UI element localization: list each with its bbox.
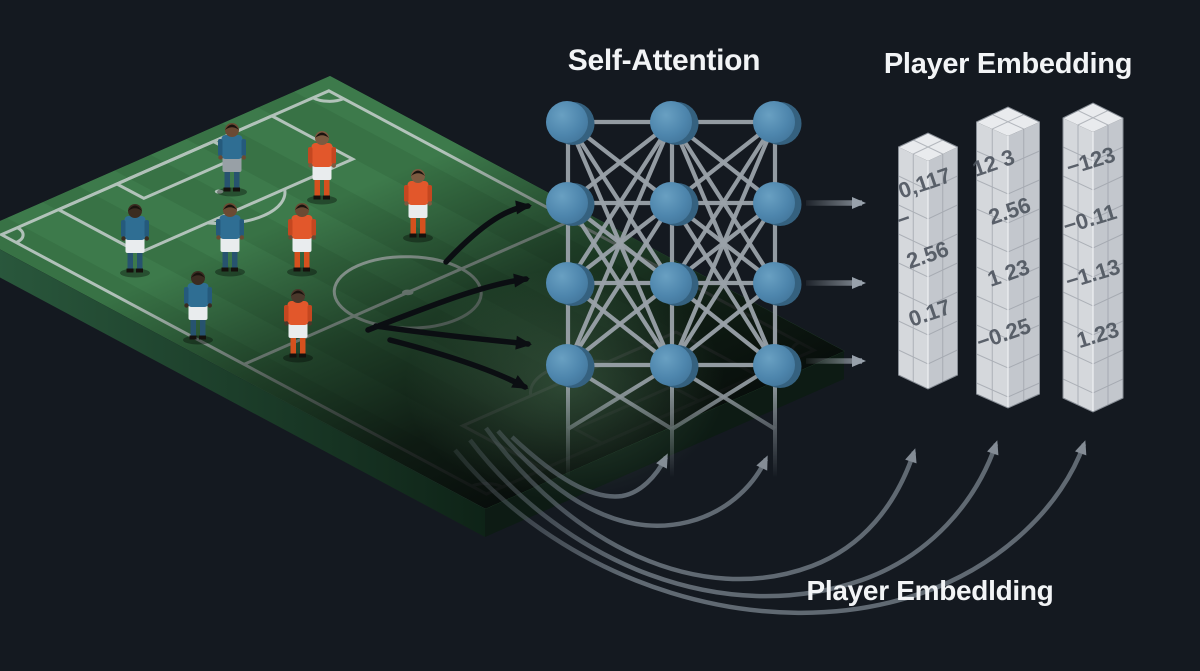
pillar-bodies [898,102,1124,413]
swoosh-arrow-2 [496,429,769,528]
input-arrow-2 [365,273,530,333]
input-arrow-3 [373,323,532,350]
player-orange [307,131,337,205]
player-blue [120,204,150,278]
swoosh-arrow-5 [453,440,1087,616]
input-arrow-1 [443,200,532,265]
attention-node [546,344,588,386]
embedding-pillar [976,106,1040,409]
swoosh-arrow-4 [468,438,999,599]
player-blue [183,271,213,345]
swoosh-arrow-1 [510,435,669,499]
player-orange [403,169,433,243]
input-arrow-4 [387,337,529,390]
attention-node [753,101,795,143]
attention-node [546,101,588,143]
player-orange [283,289,313,363]
pitch-side-left [0,249,485,537]
player-orange [287,203,317,277]
attention-node [650,262,692,304]
bottom-swoosh-arrows [453,426,1087,616]
player-embedding-bottom-label: Player Embedlding [807,575,1054,606]
attention-node [650,182,692,224]
players-group [120,123,433,363]
attention-node [650,101,692,143]
attention-node [753,182,795,224]
player-blue [215,203,245,277]
embedding-columns: 0,117 − 2.56 0.17 12 3 2.56 1 23 −0.25 −… [893,102,1124,413]
attention-nodes [546,101,802,388]
attention-node [546,182,588,224]
embedding-pillar [898,132,958,390]
soccer-pitch [0,76,845,537]
embedding-pillar [1062,102,1124,413]
attention-node [546,262,588,304]
attention-node [650,344,692,386]
player-blue [217,123,247,197]
swoosh-arrow-3 [484,426,917,582]
attention-node [753,344,795,386]
player-embedding-title: Player Embedding [884,48,1132,80]
field-to-network-arrows [365,200,532,390]
self-attention-title: Self-Attention [568,44,760,77]
network-to-embedding-arrows [806,197,866,367]
attention-node [753,262,795,304]
attention-network [546,101,802,478]
